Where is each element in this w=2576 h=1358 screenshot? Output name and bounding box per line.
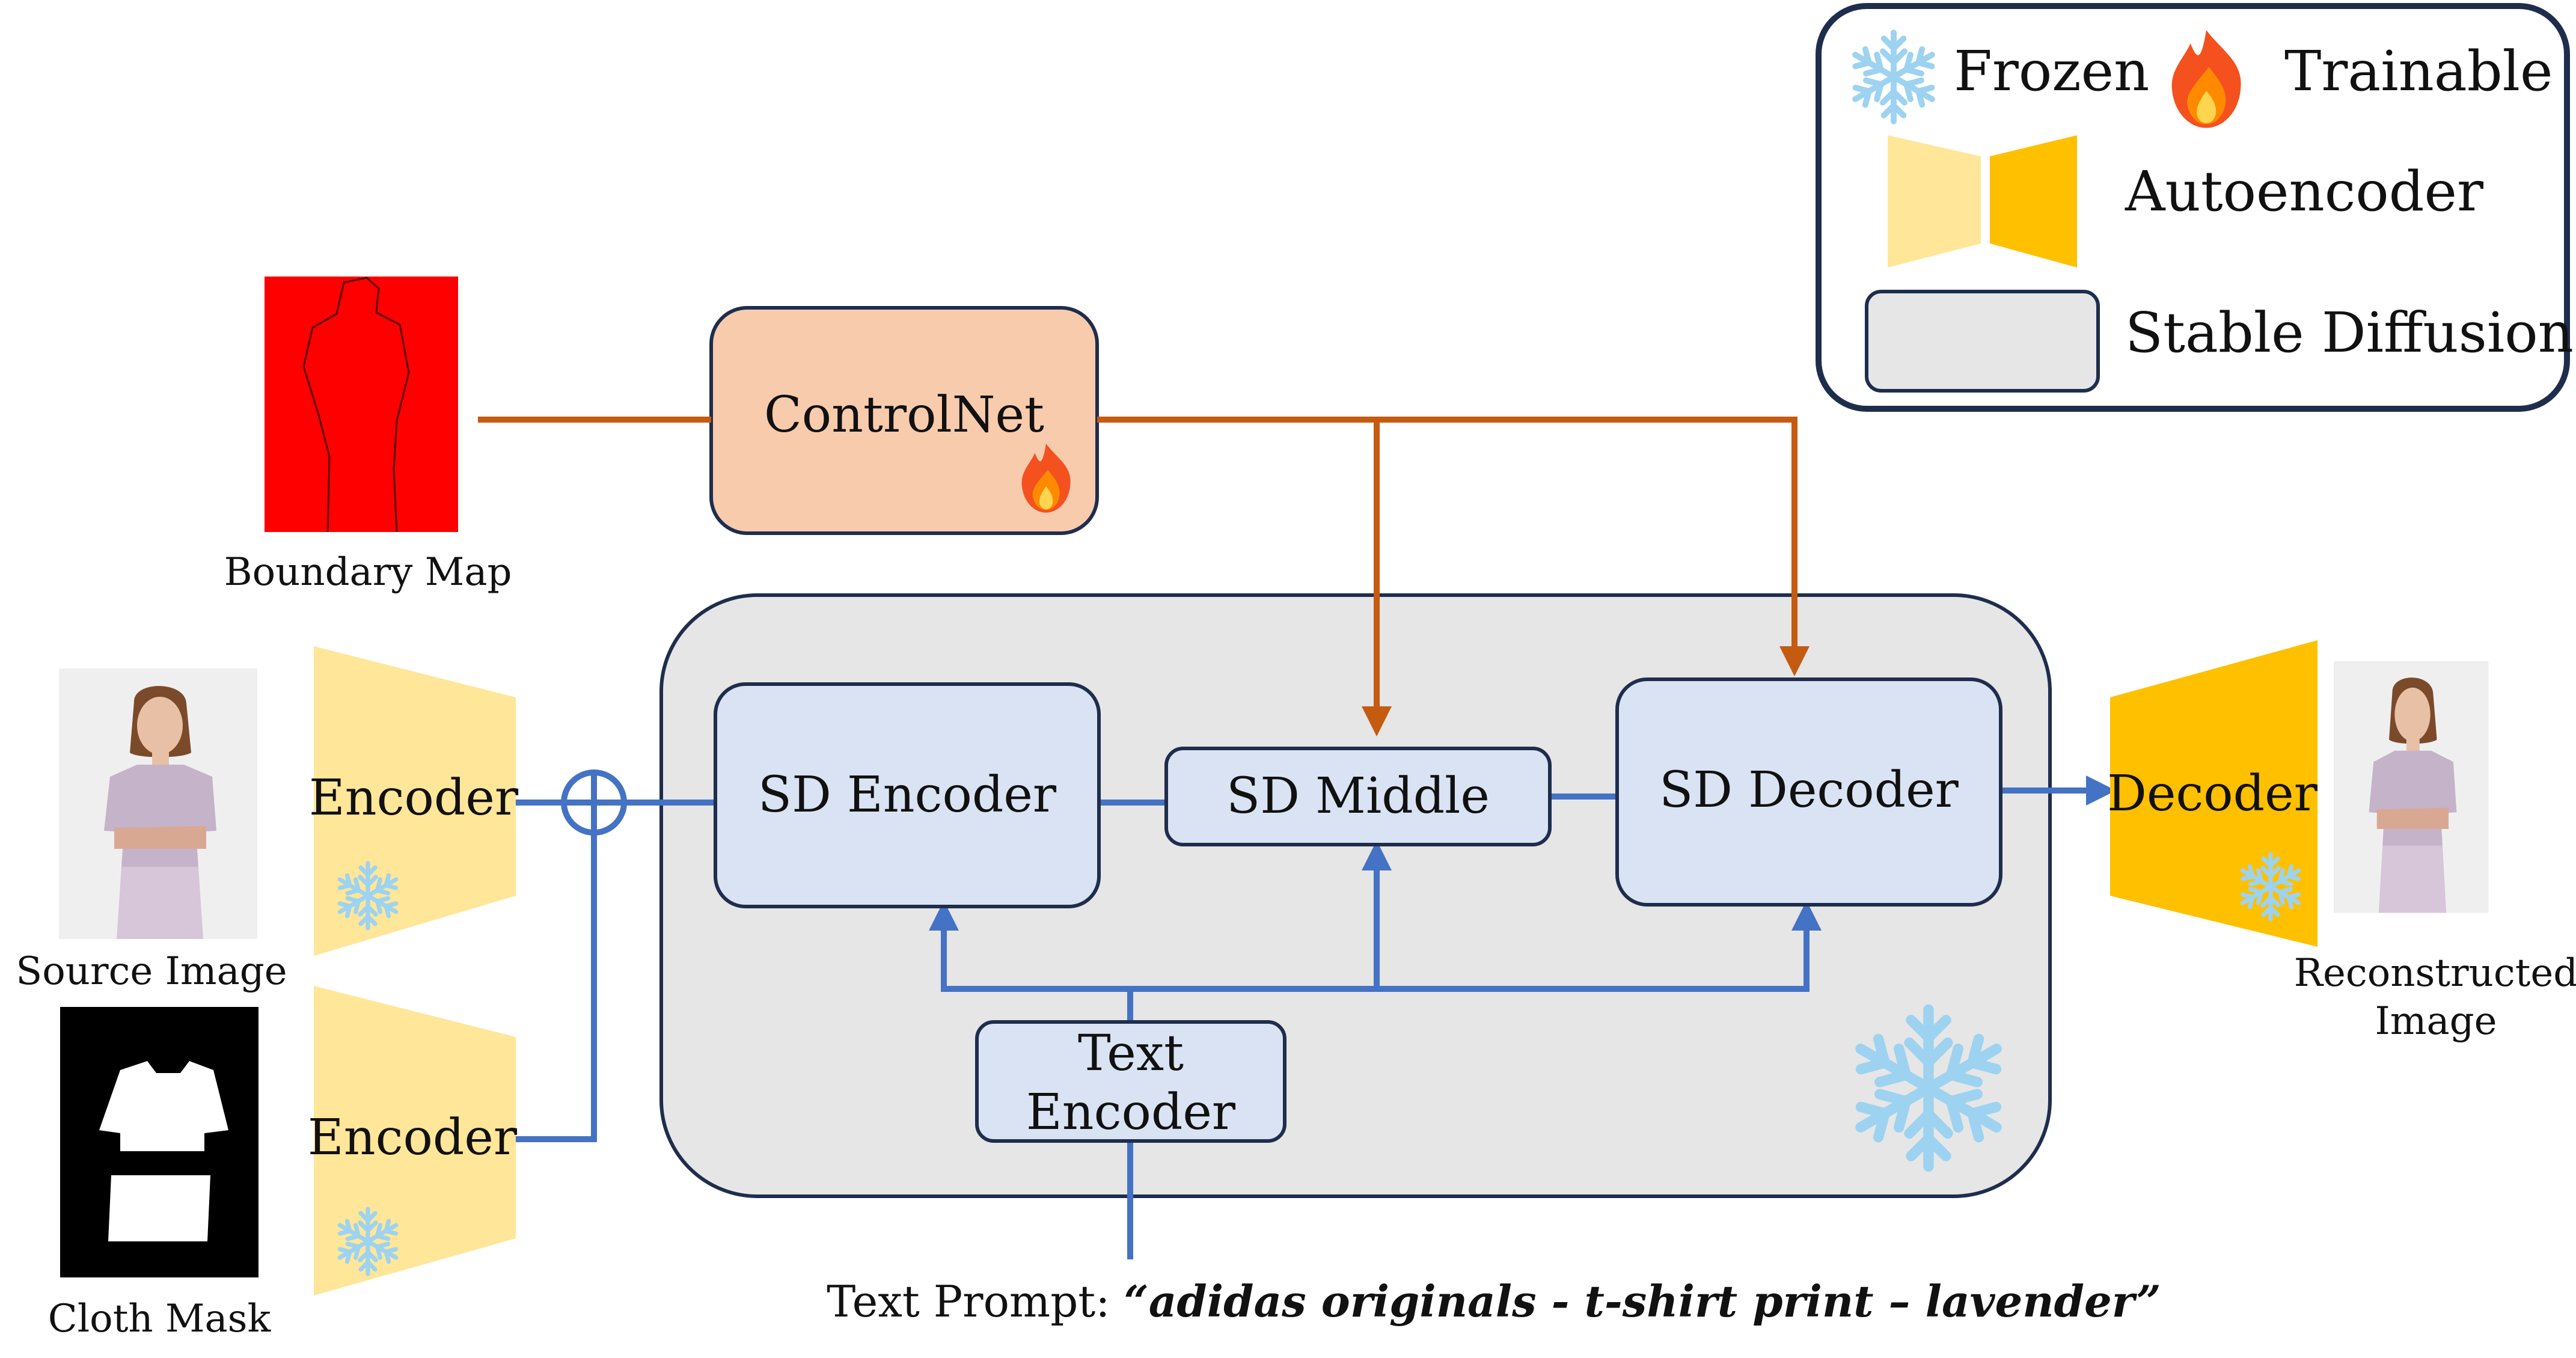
source-image-label: Source Image — [16, 949, 287, 994]
encoder-top-block: Encoder — [309, 646, 519, 956]
legend: Frozen Trainable Autoencoder Stable Diff… — [1816, 3, 2574, 412]
sd-decoder-box — [1615, 677, 2002, 907]
reconstructed-image-label-line2: Image — [2375, 999, 2497, 1044]
text-encoder-box — [975, 1020, 1286, 1143]
decoder-label: Decoder — [2107, 765, 2318, 822]
legend-autoencoder-decoder-shape — [1990, 135, 2077, 268]
legend-autoencoder-encoder-shape — [1888, 135, 1981, 268]
cloth-mask: Cloth Mask — [48, 1007, 272, 1341]
encoder-top-label: Encoder — [309, 769, 519, 827]
controlnet-block: ControlNet — [709, 306, 1099, 535]
sd-encoder-label: SD Encoder — [758, 766, 1057, 824]
legend-trainable-label: Trainable — [2284, 39, 2553, 103]
sd-decoder-block: SD Decoder — [1615, 677, 2002, 907]
sd-decoder-label: SD Decoder — [1659, 762, 1959, 819]
sd-encoder-box — [714, 682, 1101, 908]
blue-connections — [516, 775, 2116, 1259]
boundary-map: Boundary Map — [224, 277, 512, 595]
sd-middle-label: SD Middle — [1226, 768, 1490, 825]
legend-stable-diffusion-label: Stable Diffusion — [2125, 301, 2574, 365]
reconstructed-image-label-line1: Reconstructed — [2294, 951, 2576, 996]
sd-encoder-block: SD Encoder — [714, 682, 1101, 908]
encoder-bottom-block: Encoder — [308, 986, 518, 1295]
sum-node — [561, 769, 627, 836]
legend-frozen-label: Frozen — [1954, 39, 2149, 103]
cloth-mask-bottom-shape — [108, 1175, 210, 1241]
encoder-bottom-label: Encoder — [308, 1109, 518, 1166]
text-prompt: Text Prompt: “adidas originals - t-shirt… — [827, 1276, 2161, 1327]
boundary-map-label: Boundary Map — [224, 550, 512, 595]
legend-stable-diffusion-swatch — [1865, 290, 2100, 393]
text-encoder-label-line1: Text — [1078, 1025, 1184, 1082]
source-image-photo — [59, 668, 257, 939]
decoder-block: Decoder — [2107, 640, 2318, 947]
text-prompt-value: “adidas originals - t-shirt print – lave… — [1124, 1276, 2161, 1327]
text-prompt-prefix: Text Prompt: — [827, 1276, 1124, 1327]
legend-autoencoder-label: Autoencoder — [2125, 159, 2483, 224]
reconstructed-image: Reconstructed Image — [2294, 661, 2576, 1044]
text-encoder-block: Text Encoder — [975, 1020, 1286, 1143]
boundary-map-silhouette — [302, 277, 410, 533]
controlnet-label: ControlNet — [764, 387, 1044, 444]
reconstructed-image-photo — [2334, 661, 2489, 913]
cloth-mask-top-shape — [99, 1061, 228, 1151]
text-encoder-label-line2: Encoder — [1026, 1084, 1236, 1141]
sd-middle-block: SD Middle — [1164, 747, 1552, 846]
controlnet-connections — [478, 417, 1810, 736]
source-image: Source Image — [16, 668, 287, 994]
boundary-map-image — [265, 277, 458, 532]
cloth-mask-label: Cloth Mask — [48, 1297, 272, 1341]
sd-middle-box — [1164, 747, 1552, 846]
